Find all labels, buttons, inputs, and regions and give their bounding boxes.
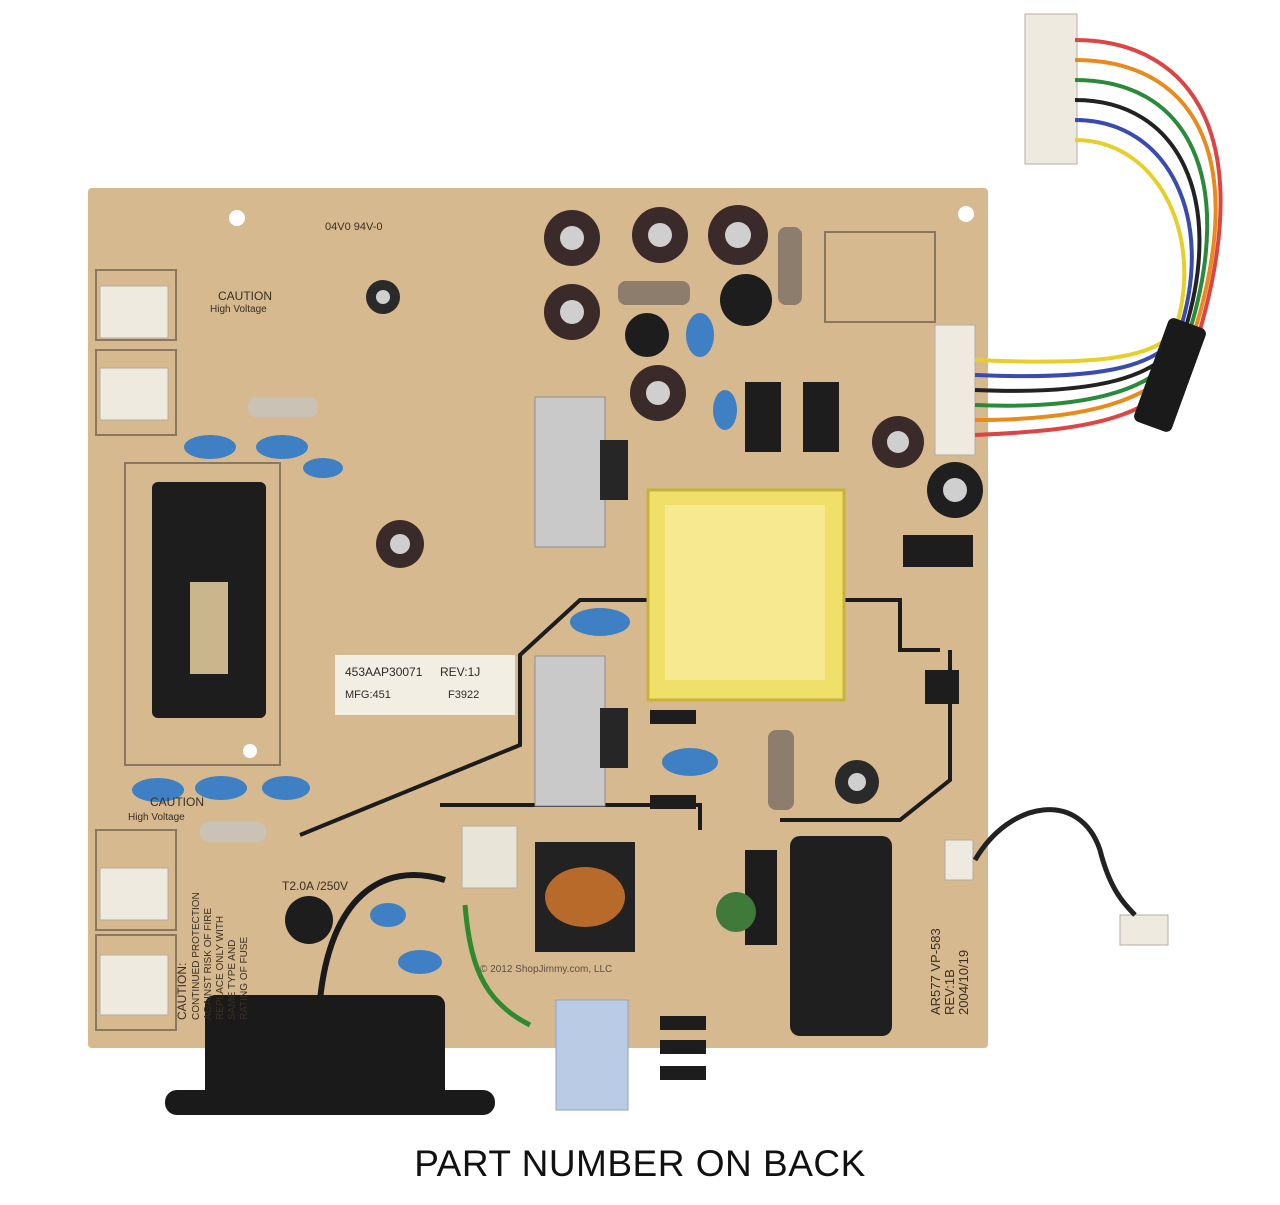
- wire-sleeve: [1134, 318, 1206, 432]
- transformer-label: [190, 582, 228, 674]
- ceramic-cap-c801: [662, 748, 718, 776]
- ceramic-cap-c934: [256, 435, 308, 459]
- optocoupler-u800: [925, 670, 959, 704]
- ceramic-cap-c932: [262, 776, 310, 800]
- wire-green: [974, 78, 1210, 408]
- resistor-r830: [778, 227, 802, 305]
- fuse-text: T2.0A /250V: [282, 879, 348, 893]
- outline-j905: [95, 829, 177, 931]
- watermark-text: © 2012 ShopJimmy.com, LLC: [480, 964, 612, 975]
- warning-line: RATING OF FUSE: [239, 937, 250, 1020]
- regulator-u701: [903, 535, 973, 567]
- connector-j903: [99, 285, 169, 339]
- filter-cap-c803: [461, 825, 518, 889]
- part-number-text: 453AAP30071: [345, 665, 423, 679]
- inductor-l821: [625, 313, 669, 357]
- capacitor-bulk: [790, 836, 892, 1036]
- ceramic-cap-c822: [686, 313, 714, 357]
- warning-line: REPLACE ONLY WITH: [215, 916, 226, 1020]
- resistor-r931: [248, 397, 318, 417]
- resistor-r930: [200, 822, 266, 842]
- ac-inlet: [205, 995, 445, 1105]
- mount-hole: [954, 1048, 970, 1064]
- diode-tvs1: [650, 795, 696, 809]
- pcb-trace: [299, 598, 650, 837]
- outline-j904: [95, 349, 177, 436]
- diode-l704: [660, 1040, 706, 1054]
- power-wire: [317, 872, 446, 1001]
- rating-text: 04V0 94V-0: [325, 221, 383, 233]
- diode-l803: [650, 710, 696, 724]
- ceramic-cap-c804: [370, 903, 406, 927]
- model-text: AR577 VP-583: [928, 928, 943, 1015]
- connector-plug-top: [1024, 13, 1078, 165]
- inductor-l822: [720, 274, 772, 326]
- outline-t901: [124, 462, 281, 766]
- lot-text: F3922: [448, 689, 479, 701]
- resistor-r823: [618, 281, 690, 305]
- mount-hole: [243, 744, 257, 758]
- warning-line: SAME TYPE AND: [227, 940, 238, 1020]
- caption-text: PART NUMBER ON BACK: [414, 1143, 866, 1184]
- ceramic-cap-c821: [713, 390, 737, 430]
- connector-j802: [934, 324, 976, 456]
- varistor-rt801: [716, 892, 756, 932]
- rev-text: REV:1J: [440, 665, 480, 679]
- ceramic-cap-c805: [398, 950, 442, 974]
- outline-j906: [95, 934, 177, 1031]
- date-text: 2004/10/19: [956, 950, 971, 1015]
- ceramic-cap-c802: [570, 608, 630, 636]
- fuse-holder: [285, 896, 333, 944]
- caution-text: CAUTION: [218, 289, 272, 303]
- pcb-trace: [440, 803, 702, 830]
- wire-red: [974, 38, 1223, 437]
- warning-line: CONTINUED PROTECTION: [191, 892, 202, 1020]
- high-voltage-text: High Voltage: [210, 304, 267, 315]
- diode-l703: [660, 1016, 706, 1030]
- part-sticker: [335, 655, 515, 715]
- heatsink-hs1: [534, 655, 606, 807]
- connector-plug-small: [1119, 914, 1169, 946]
- warning-line: CAUTION:: [175, 963, 189, 1020]
- pcb-trace: [780, 650, 952, 822]
- wire-blue: [974, 118, 1194, 379]
- jack-j701: [555, 999, 629, 1111]
- mount-hole: [958, 206, 974, 222]
- wire-orange: [974, 58, 1218, 422]
- ac-inlet-flange: [165, 1090, 495, 1115]
- mount-hole: [229, 210, 245, 226]
- mfg-text: MFG:451: [345, 689, 391, 701]
- connector-j702: [944, 839, 974, 881]
- board-rev-text: REV:1B: [942, 969, 957, 1015]
- transistor-d821: [600, 440, 628, 500]
- warning-line: AGAINST RISK OF FIRE: [203, 908, 214, 1020]
- ground-wire: [462, 904, 532, 1028]
- bridge-bd801: [745, 850, 777, 945]
- outline-u802: [824, 231, 936, 323]
- ceramic-cap-c935: [303, 458, 343, 478]
- wire-j702: [972, 807, 1137, 917]
- connector-j905: [99, 867, 169, 921]
- transistor-q801: [600, 708, 628, 768]
- connector-j906: [99, 954, 169, 1016]
- inductor-coil: [545, 867, 625, 927]
- outline-j903: [95, 269, 177, 341]
- ceramic-cap-c930: [132, 778, 184, 802]
- heatsink-hs2: [534, 396, 606, 548]
- wire-black: [974, 98, 1202, 393]
- diode-d701: [803, 382, 839, 452]
- diode-l702: [660, 1066, 706, 1080]
- caution-text-2: CAUTION: [150, 795, 204, 809]
- connector-j904: [99, 367, 169, 421]
- high-voltage-text-2: High Voltage: [128, 812, 185, 823]
- resistor-r800: [768, 730, 794, 810]
- transformer-t801-tape: [665, 505, 825, 680]
- ceramic-cap-c933: [184, 435, 236, 459]
- wire-yellow: [974, 138, 1187, 364]
- diode-d822: [745, 382, 781, 452]
- ceramic-cap-c931: [195, 776, 247, 800]
